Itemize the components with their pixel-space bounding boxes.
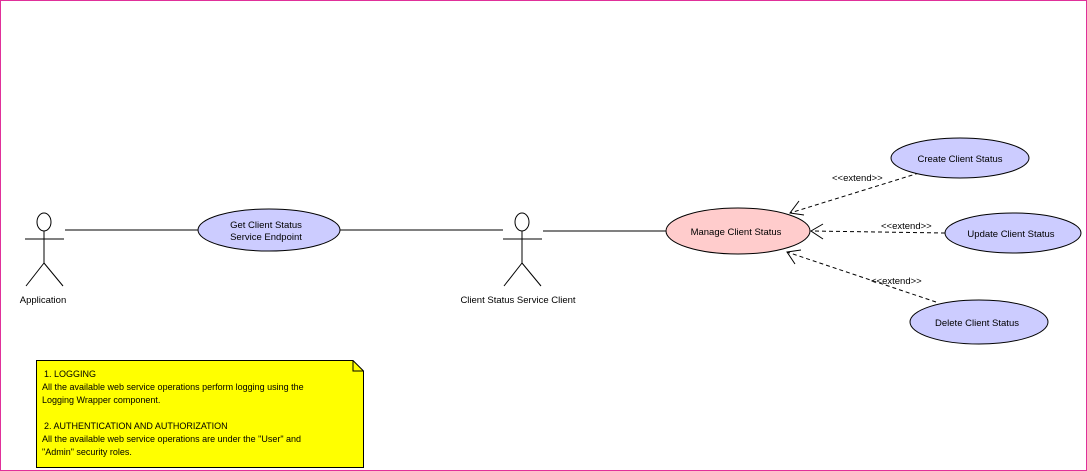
use-case-get-client-status-service-endpoint[interactable]: Get Client Status Service Endpoint <box>197 208 341 252</box>
use-case-label-line-2: Service Endpoint <box>230 232 302 243</box>
use-case-label: Create Client Status <box>917 154 1002 165</box>
actor-client-status-service-client[interactable]: Client Status Service Client <box>460 212 576 306</box>
extend-create-to-manage <box>789 172 920 216</box>
actor-label: Application <box>20 295 66 306</box>
extend-label-delete: <<extend>> <box>871 276 922 287</box>
note-text-line: All the available web service operations… <box>42 434 302 444</box>
use-case-label: Delete Client Status <box>935 318 1019 329</box>
extend-delete-to-manage <box>786 249 937 303</box>
stick-figure-icon <box>503 212 542 287</box>
stick-figure-icon <box>25 212 64 287</box>
note-shape <box>36 360 364 468</box>
use-case-update-client-status[interactable]: Update Client Status <box>944 212 1082 254</box>
use-case-label: Manage Client Status <box>691 227 782 238</box>
actor-application[interactable]: Application <box>20 212 66 306</box>
note-heading-logging: 1. LOGGING <box>44 369 97 379</box>
note-body: 1. LOGGING All the available web service… <box>42 368 354 459</box>
note-text-line: Logging Wrapper component. <box>42 395 161 405</box>
note-spacer <box>42 407 354 420</box>
extend-label-create: <<extend>> <box>832 173 883 184</box>
note-heading-auth: 2. AUTHENTICATION AND AUTHORIZATION <box>44 421 228 431</box>
note-text-line: All the available web service operations… <box>42 382 304 392</box>
use-case-label: Update Client Status <box>967 229 1054 240</box>
note-text-line: "Admin" security roles. <box>42 447 132 457</box>
use-case-create-client-status[interactable]: Create Client Status <box>890 137 1030 179</box>
note-security-logging: 1. LOGGING All the available web service… <box>36 360 364 468</box>
use-case-manage-client-status[interactable]: Manage Client Status <box>665 207 811 255</box>
extend-update-to-manage <box>810 223 946 240</box>
use-case-label-line-1: Get Client Status <box>230 220 302 231</box>
use-case-delete-client-status[interactable]: Delete Client Status <box>909 299 1049 345</box>
actor-label: Client Status Service Client <box>460 295 575 306</box>
extend-label-update: <<extend>> <box>881 221 932 232</box>
